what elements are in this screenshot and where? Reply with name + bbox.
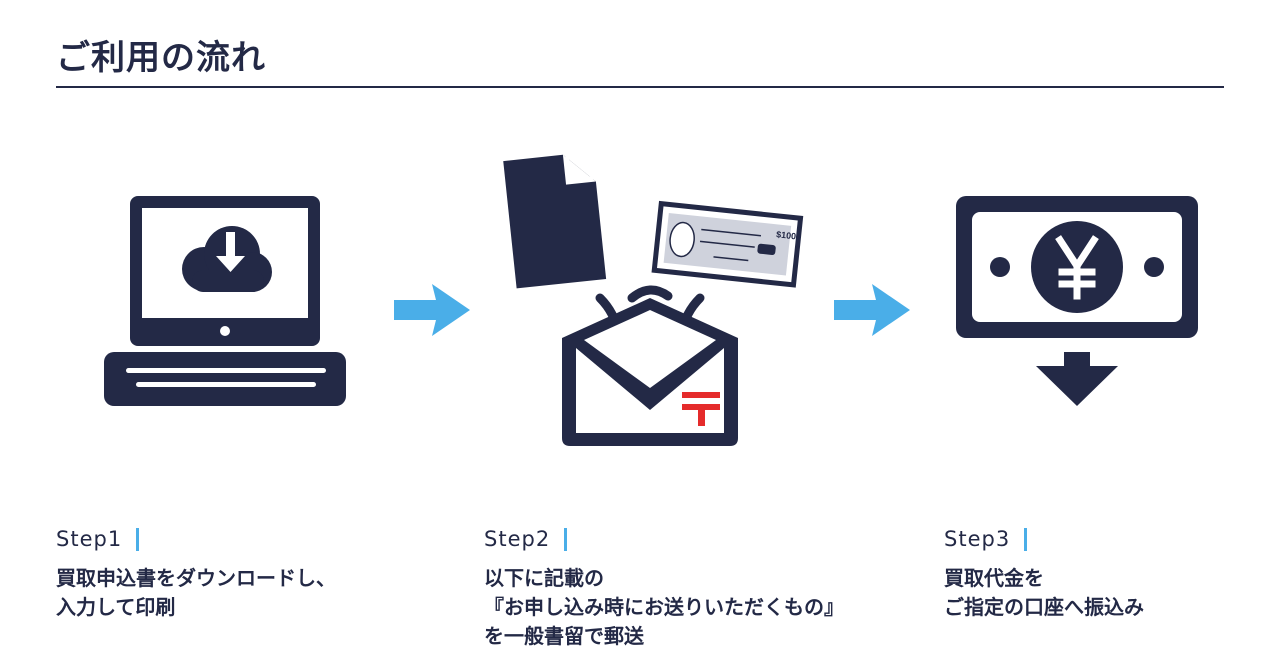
yen-icon [1055, 235, 1099, 300]
step-2-divider [564, 527, 568, 551]
cheque-icon: $100 [651, 200, 804, 288]
step-3-label: Step3 [944, 527, 1011, 551]
postal-mark-icon [682, 392, 720, 426]
step-1-description: 買取申込書をダウンロードし、 入力して印刷 [56, 564, 336, 622]
step-3-line-2: ご指定の口座へ振込み [944, 595, 1144, 619]
step-3: Step3 買取代金を ご指定の口座へ振込み [944, 524, 1144, 622]
cheque-amount: $100 [776, 229, 797, 241]
step-1-divider [136, 527, 140, 551]
step-1-header: Step1 [56, 524, 336, 554]
document-icon [503, 154, 607, 289]
step-2-header: Step2 [484, 524, 844, 554]
step-1-line-1: 買取申込書をダウンロードし、 [56, 566, 336, 590]
step-1-line-2: 入力して印刷 [56, 595, 176, 619]
arrow-right-icon [394, 284, 470, 336]
arrow-down-icon [1036, 352, 1118, 406]
step-2-line-2: 『お申し込み時にお送りいただくもの』 [484, 595, 844, 619]
title-divider [56, 86, 1224, 88]
page-title: ご利用の流れ [56, 38, 266, 78]
step-2-line-3: を一般書留で郵送 [484, 624, 644, 648]
laptop-download-icon [104, 196, 346, 406]
step-2-line-1: 以下に記載の [484, 566, 604, 590]
step-2-description: 以下に記載の 『お申し込み時にお送りいただくもの』 を一般書留で郵送 [484, 564, 844, 651]
step-3-description: 買取代金を ご指定の口座へ振込み [944, 564, 1144, 622]
step-1: Step1 買取申込書をダウンロードし、 入力して印刷 [56, 524, 336, 622]
step-3-line-1: 買取代金を [944, 566, 1044, 590]
envelope-icon [562, 298, 738, 446]
step-3-header: Step3 [944, 524, 1144, 554]
step-1-label: Step1 [56, 527, 123, 551]
arrow-right-icon [834, 284, 910, 336]
step-3-divider [1024, 527, 1028, 551]
step-2: Step2 以下に記載の 『お申し込み時にお送りいただくもの』 を一般書留で郵送 [484, 524, 844, 651]
yen-banknote-icon [956, 196, 1198, 406]
cloud-download-icon [182, 226, 272, 292]
envelope-document-check-icon: $100 [503, 154, 804, 446]
step-2-label: Step2 [484, 527, 551, 551]
